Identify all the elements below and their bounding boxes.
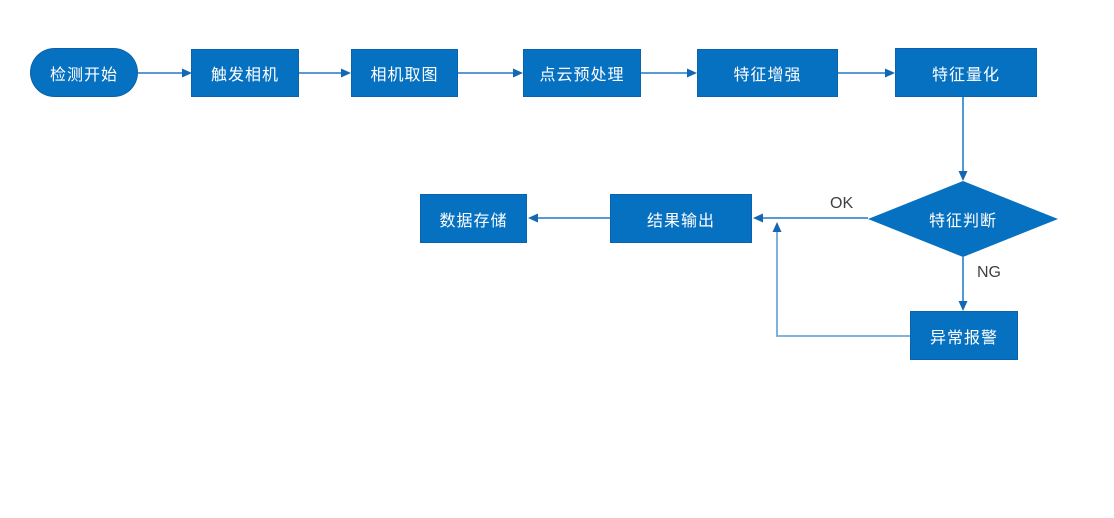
node-start: 检测开始	[30, 48, 138, 97]
arrowhead-down-icon	[958, 301, 968, 311]
node-abnormal-alarm-label: 异常报警	[929, 329, 998, 347]
arrowhead-right-icon	[687, 68, 697, 78]
edge-start-to-trigger	[138, 68, 192, 78]
node-feature-enhance: 特征增强	[697, 49, 838, 97]
node-pointcloud-preprocess: 点云预处理	[523, 49, 641, 97]
node-feature-quantize: 特征量化	[895, 48, 1037, 97]
edge-judge-ok-to-result	[753, 213, 868, 223]
arrowhead-right-icon	[182, 68, 192, 78]
node-feature-judge-label: 特征判断	[928, 213, 997, 230]
arrowhead-right-icon	[885, 68, 895, 78]
arrowhead-down-icon	[958, 171, 968, 181]
node-camera-capture-label: 相机取图	[370, 67, 439, 84]
node-feature-quantize-label: 特征量化	[931, 66, 1000, 84]
arrowhead-right-icon	[341, 68, 351, 78]
edge-quantize-to-judge	[958, 97, 968, 181]
node-result-output: 结果输出	[610, 194, 752, 243]
edge-judge-ng-to-alarm	[958, 257, 968, 311]
node-trigger-camera-label: 触发相机	[210, 67, 279, 84]
arrowhead-left-icon	[753, 213, 763, 223]
node-camera-capture: 相机取图	[351, 49, 458, 97]
edge-preprocess-to-enhance	[641, 68, 697, 78]
node-start-label: 检测开始	[49, 66, 118, 84]
edge-capture-to-preprocess	[458, 68, 523, 78]
edge-result-to-storage	[528, 213, 610, 223]
node-data-storage-label: 数据存储	[439, 212, 508, 230]
edge-enhance-to-quantize	[838, 68, 895, 78]
node-trigger-camera: 触发相机	[191, 49, 299, 97]
node-abnormal-alarm: 异常报警	[910, 311, 1018, 360]
edge-label-ok: OK	[830, 195, 854, 212]
node-data-storage: 数据存储	[420, 194, 527, 243]
arrowhead-left-icon	[528, 213, 538, 223]
arrowhead-right-icon	[513, 68, 523, 78]
edge-trigger-to-capture	[299, 68, 351, 78]
edge-label-ng: NG	[977, 264, 1001, 281]
arrowhead-up-icon	[772, 222, 782, 232]
edge-alarm-to-result-line	[772, 222, 910, 337]
node-feature-enhance-label: 特征增强	[733, 67, 802, 84]
node-result-output-label: 结果输出	[646, 212, 715, 230]
node-pointcloud-preprocess-label: 点云预处理	[539, 67, 625, 84]
